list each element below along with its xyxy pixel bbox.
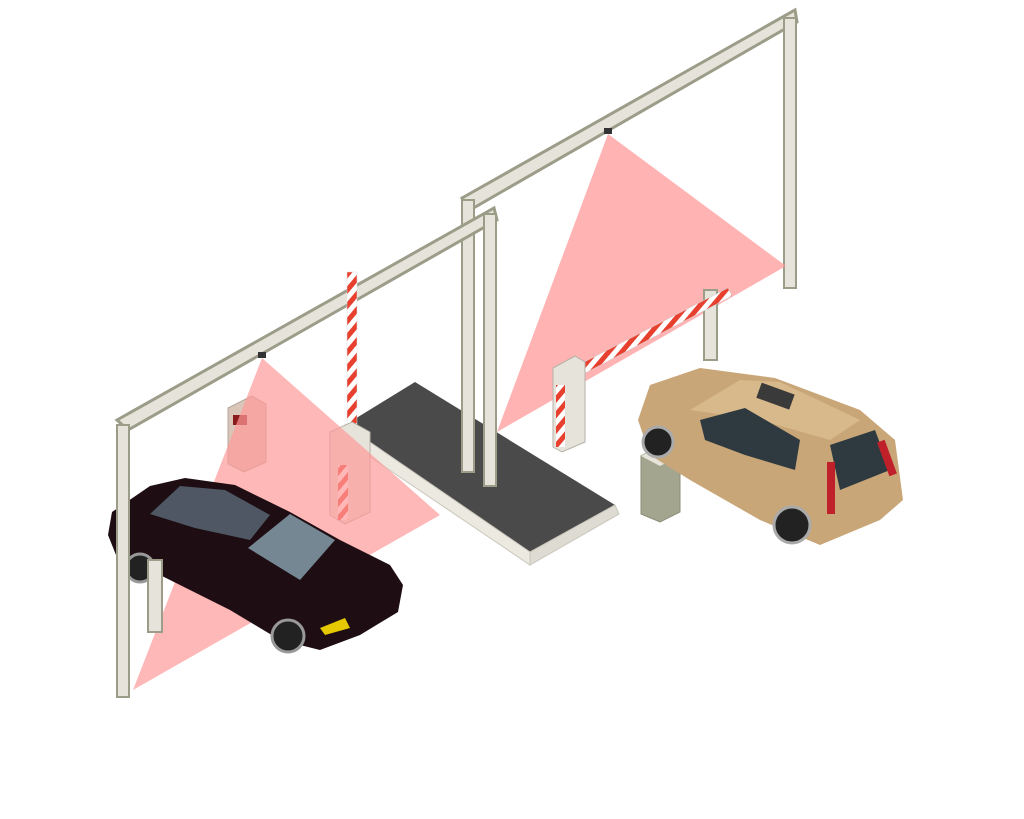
- front-gantry: [114, 205, 499, 487]
- traffic-island: [344, 382, 620, 566]
- back-gantry-post: [461, 199, 475, 473]
- back-parking-barrier: [552, 287, 733, 453]
- front-gantry-post: [116, 424, 130, 698]
- suv-car: [638, 368, 903, 545]
- suv-wheel: [641, 425, 675, 459]
- sedan-wheel: [270, 618, 306, 654]
- back-sensor-beam: [497, 134, 786, 432]
- bollard: [147, 559, 163, 633]
- back-gantry: [459, 7, 799, 289]
- suv-wheel: [772, 505, 812, 545]
